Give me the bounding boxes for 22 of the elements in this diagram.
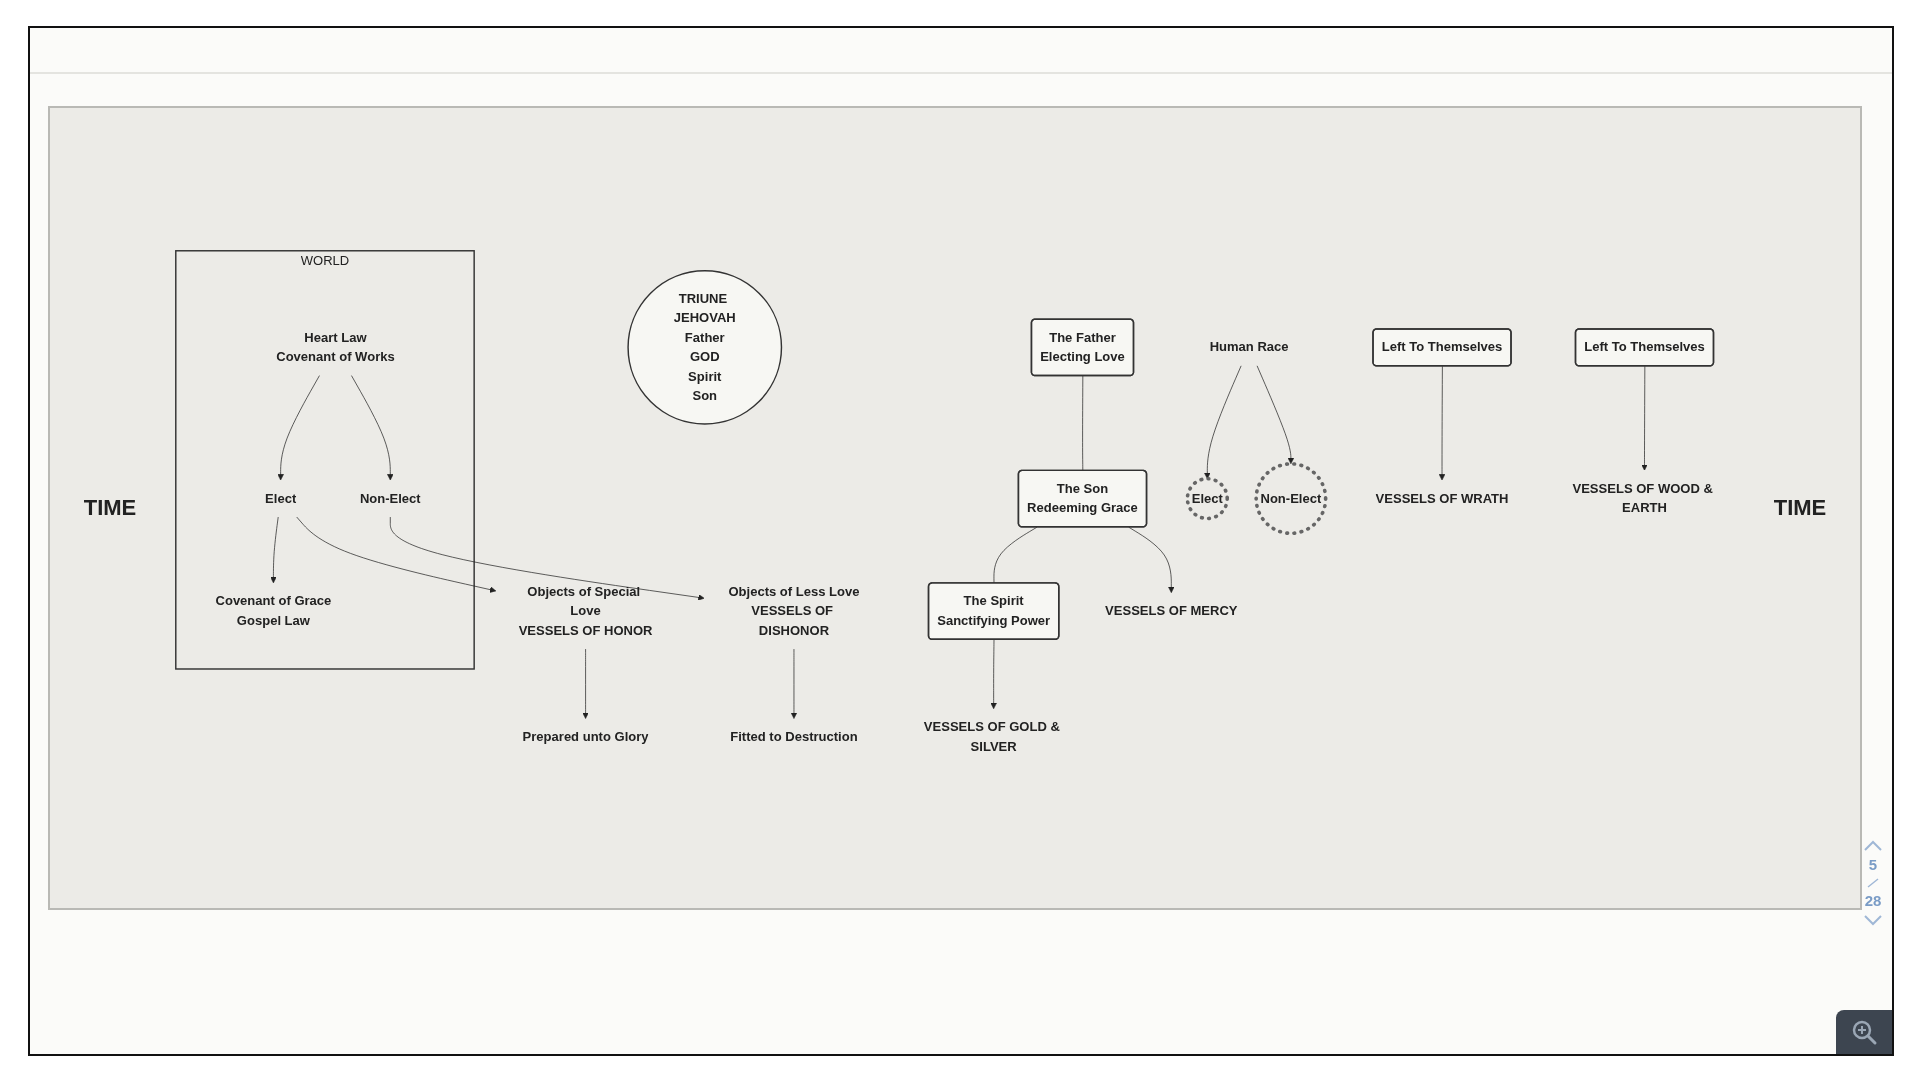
node-text: Heart Law Covenant of Works bbox=[276, 330, 395, 365]
node-circle: Elect bbox=[1185, 476, 1230, 521]
time-label: TIME bbox=[1773, 495, 1827, 521]
node-text: Fitted to Destruction bbox=[730, 729, 858, 744]
page-count: 28 bbox=[1864, 892, 1882, 909]
node-text: Objects of Special Love VESSELS OF HONOR bbox=[518, 583, 653, 638]
time-label: TIME bbox=[83, 495, 137, 521]
connector bbox=[993, 526, 1038, 584]
node-circle: TRIUNE JEHOVAH Father GOD Spirit Son bbox=[627, 269, 783, 425]
node-text: VESSELS OF WRATH bbox=[1375, 491, 1509, 506]
node-text: Elect bbox=[265, 491, 297, 506]
node-text: VESSELS OF GOLD & SILVER bbox=[923, 719, 1060, 754]
node-circle: Non-Elect bbox=[1254, 462, 1328, 536]
node-text: Non-Elect bbox=[359, 491, 421, 506]
node-text: Covenant of Grace Gospel Law bbox=[215, 593, 332, 628]
node-text: Prepared unto Glory bbox=[522, 729, 649, 744]
node-text: Human Race bbox=[1209, 339, 1289, 355]
node-text: VESSELS OF MERCY bbox=[1105, 603, 1238, 618]
page-number: 5 bbox=[1868, 856, 1878, 873]
node-text: Objects of Less Love VESSELS OF DISHONOR bbox=[728, 583, 860, 638]
node-text: VESSELS OF WOOD & EARTH bbox=[1572, 481, 1713, 516]
connector bbox=[1082, 375, 1084, 472]
